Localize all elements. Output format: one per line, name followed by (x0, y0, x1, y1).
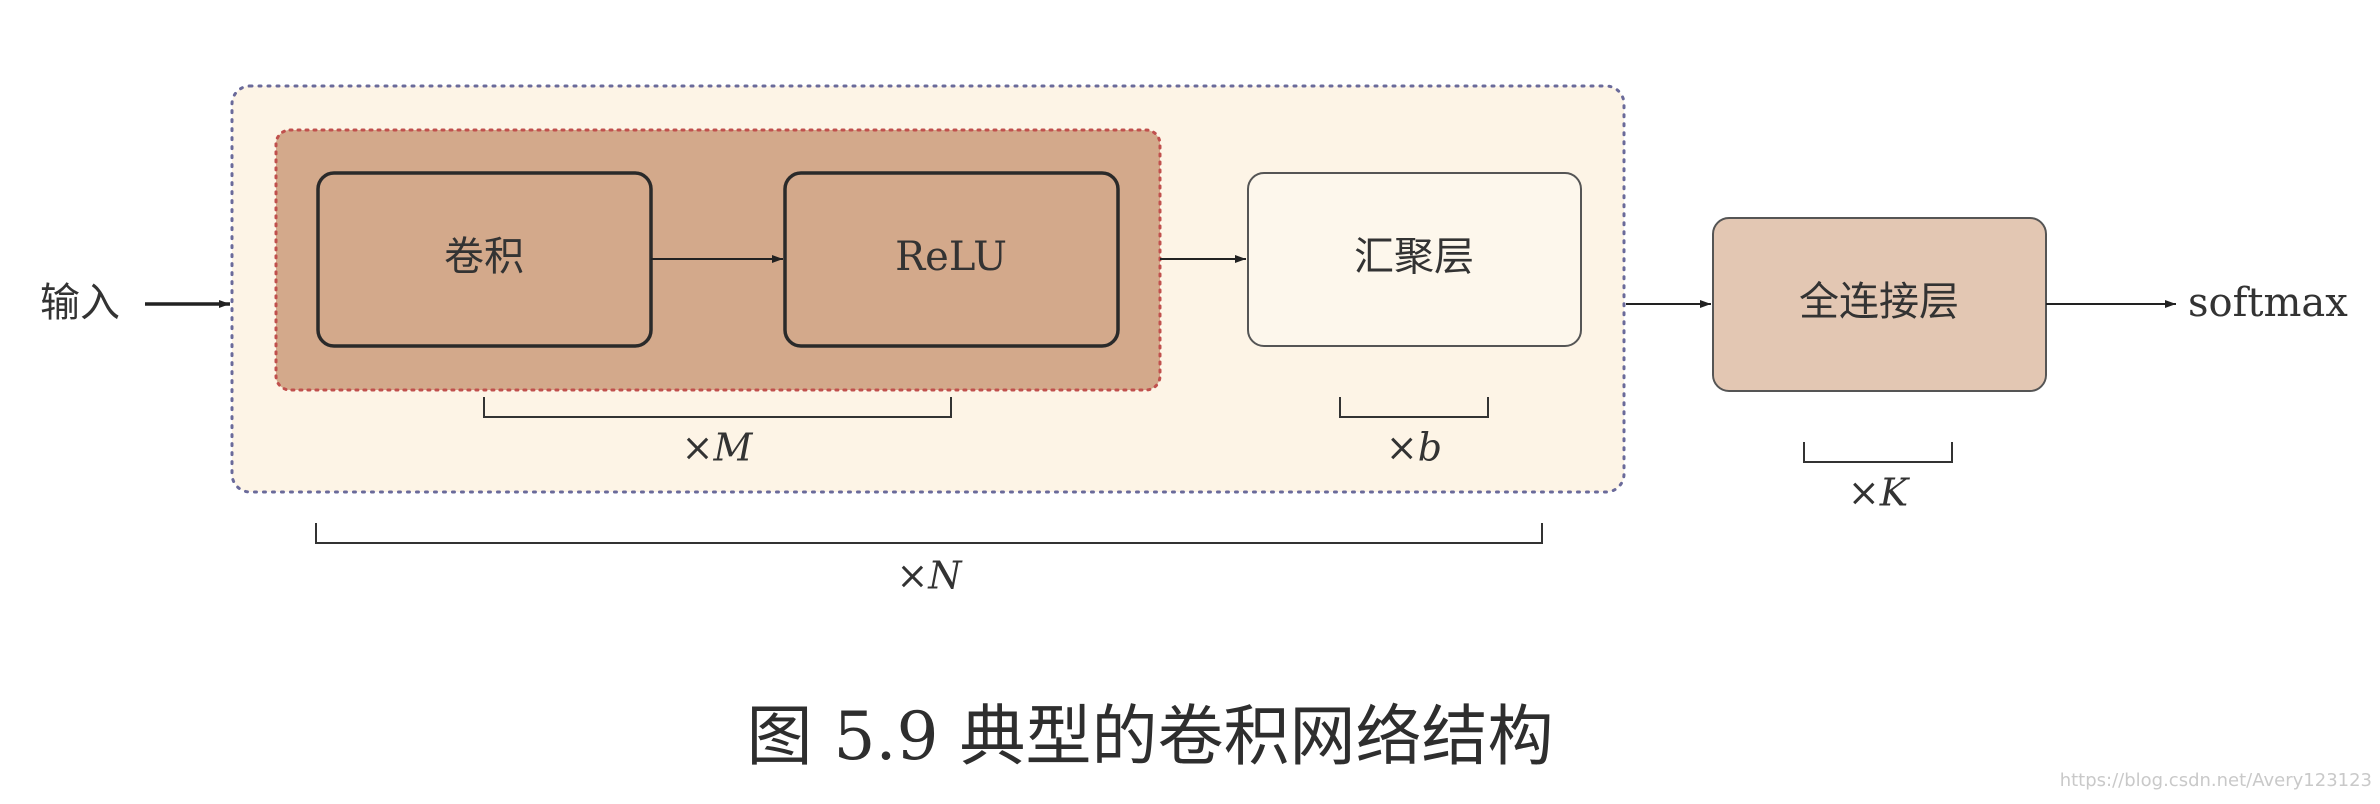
repeat-k-bracket (1803, 442, 1953, 463)
pool-label: 汇聚层 (1354, 234, 1474, 280)
watermark-text: https://blog.csdn.net/Avery123123 (2060, 770, 2372, 791)
repeat-b-label: ×b (1386, 426, 1442, 470)
input-label: 输入 (40, 280, 120, 326)
fc-label: 全连接层 (1799, 279, 1959, 325)
repeat-b-bracket (1339, 397, 1489, 418)
relu-label: ReLU (895, 234, 1007, 280)
repeat-m-label: ×M (682, 426, 754, 470)
figure-caption: 图 5.9 典型的卷积网络结构 (747, 698, 1554, 775)
repeat-n-label: ×N (896, 554, 963, 598)
pool-node (1247, 172, 1582, 347)
repeat-m-bracket (483, 397, 952, 418)
conv-label: 卷积 (444, 234, 524, 280)
repeat-k-label: ×K (1848, 471, 1911, 515)
repeat-n-bracket (315, 523, 1543, 544)
relu-node (783, 171, 1120, 348)
output-label: softmax (2188, 280, 2348, 326)
